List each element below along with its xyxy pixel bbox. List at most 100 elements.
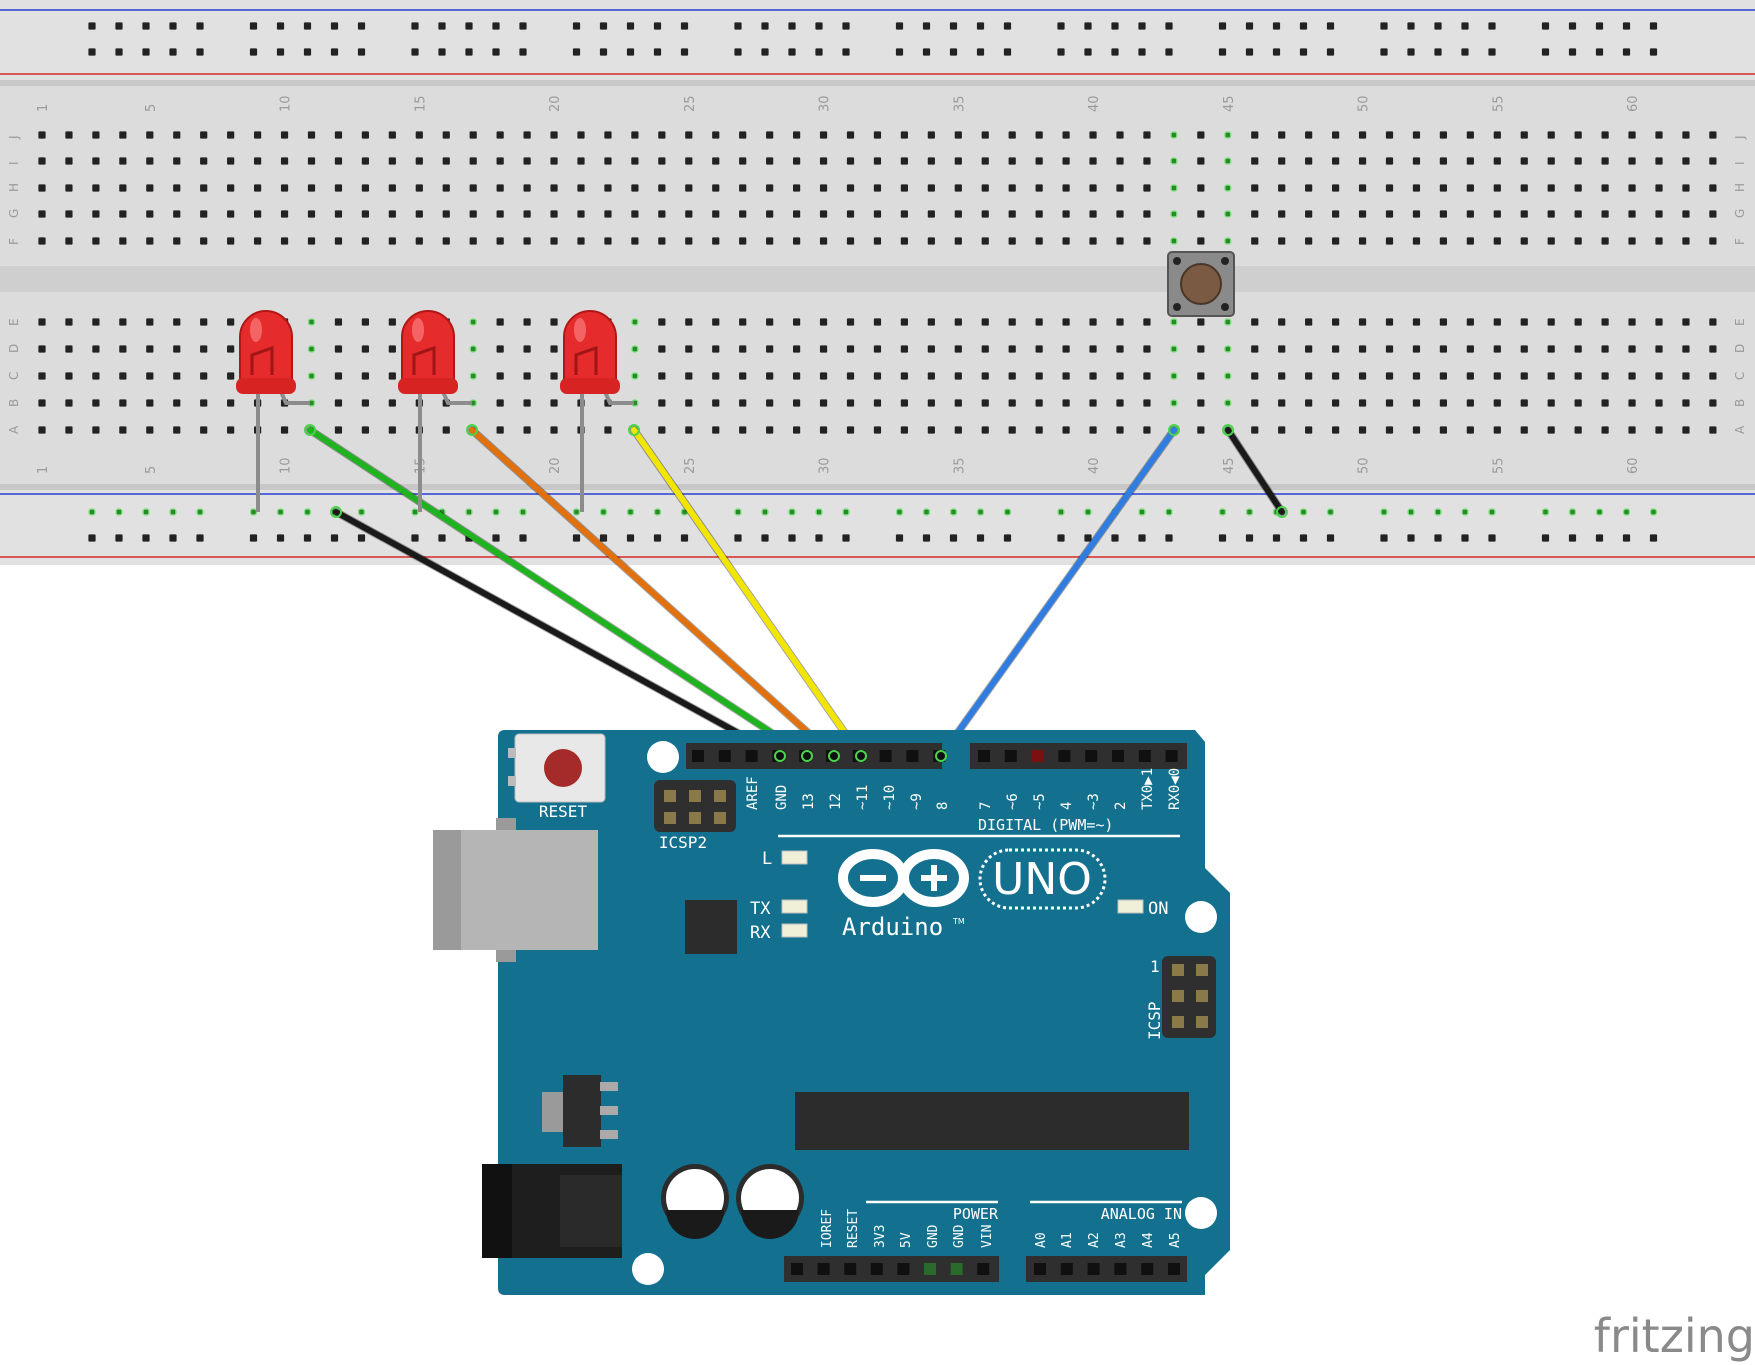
breadboard-hole[interactable] xyxy=(200,318,208,326)
breadboard-hole[interactable] xyxy=(1165,22,1173,30)
breadboard-hole[interactable] xyxy=(981,184,989,192)
breadboard-hole[interactable] xyxy=(523,131,531,139)
breadboard-hole[interactable] xyxy=(361,345,369,353)
breadboard-hole[interactable] xyxy=(572,48,581,56)
breadboard-hole[interactable] xyxy=(1251,131,1259,139)
breadboard-hole[interactable] xyxy=(1493,318,1501,326)
breadboard-hole[interactable] xyxy=(361,157,369,165)
led-red[interactable] xyxy=(236,310,310,512)
breadboard-hole[interactable] xyxy=(361,399,369,407)
breadboard-hole[interactable] xyxy=(519,534,527,542)
breadboard-hole[interactable] xyxy=(519,22,527,30)
breadboard-hole[interactable] xyxy=(631,157,639,165)
breadboard-hole[interactable] xyxy=(119,131,127,139)
header-socket[interactable] xyxy=(1138,750,1151,762)
header-socket[interactable] xyxy=(950,1263,963,1275)
header-socket[interactable] xyxy=(906,750,919,762)
breadboard-hole[interactable] xyxy=(254,157,262,165)
breadboard-hole[interactable] xyxy=(653,48,662,56)
breadboard-hole[interactable] xyxy=(196,508,204,516)
breadboard-hole[interactable] xyxy=(438,48,446,56)
breadboard-hole[interactable] xyxy=(169,22,177,30)
breadboard-hole[interactable] xyxy=(1655,157,1663,165)
breadboard-hole[interactable] xyxy=(1278,318,1286,326)
breadboard-hole[interactable] xyxy=(1111,534,1119,542)
breadboard-hole[interactable] xyxy=(1520,157,1528,165)
breadboard-hole[interactable] xyxy=(1682,399,1690,407)
breadboard-hole[interactable] xyxy=(415,210,423,218)
breadboard-hole[interactable] xyxy=(330,534,339,542)
breadboard-hole[interactable] xyxy=(388,372,396,380)
breadboard-hole[interactable] xyxy=(1547,210,1555,218)
breadboard-hole[interactable] xyxy=(1332,399,1340,407)
breadboard-hole[interactable] xyxy=(1116,426,1124,434)
breadboard-hole[interactable] xyxy=(1709,210,1717,218)
breadboard-hole[interactable] xyxy=(469,210,477,218)
breadboard-hole[interactable] xyxy=(1568,22,1577,30)
breadboard-hole[interactable] xyxy=(1218,508,1227,516)
breadboard-hole[interactable] xyxy=(1547,426,1555,434)
breadboard-hole[interactable] xyxy=(685,131,693,139)
breadboard-hole[interactable] xyxy=(1358,426,1367,434)
breadboard-hole[interactable] xyxy=(1035,399,1043,407)
breadboard-hole[interactable] xyxy=(1332,318,1340,326)
breadboard-hole[interactable] xyxy=(599,508,608,516)
breadboard-hole[interactable] xyxy=(438,534,446,542)
breadboard-hole[interactable] xyxy=(1251,210,1259,218)
breadboard-hole[interactable] xyxy=(658,426,666,434)
breadboard-hole[interactable] xyxy=(550,318,558,326)
breadboard-hole[interactable] xyxy=(200,131,208,139)
breadboard-hole[interactable] xyxy=(1218,48,1227,56)
breadboard-hole[interactable] xyxy=(334,345,343,353)
breadboard-hole[interactable] xyxy=(819,157,828,165)
breadboard-hole[interactable] xyxy=(330,48,339,56)
breadboard-hole[interactable] xyxy=(388,237,396,245)
breadboard-hole[interactable] xyxy=(1278,157,1286,165)
breadboard-hole[interactable] xyxy=(142,534,150,542)
breadboard-hole[interactable] xyxy=(873,399,882,407)
breadboard-hole[interactable] xyxy=(1197,210,1205,218)
breadboard-hole[interactable] xyxy=(1116,237,1124,245)
breadboard-hole[interactable] xyxy=(712,131,720,139)
breadboard-hole[interactable] xyxy=(976,508,985,516)
breadboard-hole[interactable] xyxy=(626,48,635,56)
breadboard-hole[interactable] xyxy=(1089,318,1097,326)
breadboard-hole[interactable] xyxy=(739,184,747,192)
breadboard-hole[interactable] xyxy=(1412,372,1421,380)
breadboard-hole[interactable] xyxy=(739,399,747,407)
wire-orange[interactable] xyxy=(469,427,837,759)
breadboard-hole[interactable] xyxy=(1084,534,1092,542)
breadboard-hole[interactable] xyxy=(92,210,100,218)
breadboard-hole[interactable] xyxy=(739,157,747,165)
breadboard-hole[interactable] xyxy=(949,508,958,516)
breadboard-hole[interactable] xyxy=(200,210,208,218)
breadboard-hole[interactable] xyxy=(1008,237,1016,245)
breadboard-hole[interactable] xyxy=(981,157,989,165)
breadboard-hole[interactable] xyxy=(38,318,46,326)
breadboard-hole[interactable] xyxy=(1251,318,1259,326)
breadboard-hole[interactable] xyxy=(1143,131,1151,139)
breadboard-hole[interactable] xyxy=(469,157,477,165)
breadboard-hole[interactable] xyxy=(1628,426,1636,434)
breadboard-hole[interactable] xyxy=(1709,184,1717,192)
breadboard-hole[interactable] xyxy=(119,399,127,407)
breadboard-hole[interactable] xyxy=(739,372,747,380)
breadboard-hole[interactable] xyxy=(465,22,473,30)
breadboard-hole[interactable] xyxy=(1547,318,1555,326)
breadboard-hole[interactable] xyxy=(1493,157,1501,165)
breadboard-hole[interactable] xyxy=(1574,399,1582,407)
breadboard-hole[interactable] xyxy=(1170,157,1178,165)
breadboard-hole[interactable] xyxy=(793,210,801,218)
breadboard-hole[interactable] xyxy=(577,237,585,245)
breadboard-hole[interactable] xyxy=(873,345,882,353)
breadboard-hole[interactable] xyxy=(976,534,985,542)
breadboard-hole[interactable] xyxy=(577,157,585,165)
breadboard-hole[interactable] xyxy=(1595,22,1604,30)
breadboard-hole[interactable] xyxy=(469,131,477,139)
breadboard-hole[interactable] xyxy=(1245,22,1254,30)
breadboard-hole[interactable] xyxy=(496,318,504,326)
breadboard-hole[interactable] xyxy=(819,237,828,245)
breadboard-hole[interactable] xyxy=(173,157,181,165)
breadboard-hole[interactable] xyxy=(846,237,855,245)
breadboard-hole[interactable] xyxy=(793,345,801,353)
